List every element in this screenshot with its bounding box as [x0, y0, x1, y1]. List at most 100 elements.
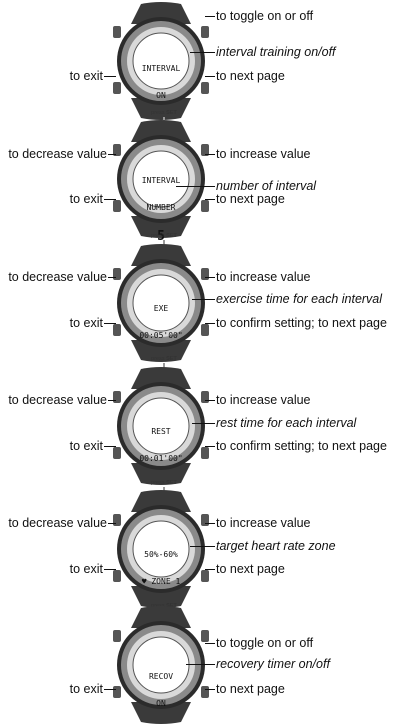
display-screen: EXE 00:05'00" — [131, 286, 191, 358]
left-bottom-label: to exit — [69, 192, 103, 206]
right-top-label: to increase value — [216, 270, 311, 284]
leader-line — [205, 400, 215, 401]
display-line-1: 50%-60% — [144, 550, 178, 559]
left-bottom-label: to exit — [69, 682, 103, 696]
display-line-2: NUMBER — [146, 203, 176, 212]
leader-line — [192, 299, 215, 300]
press-key: SET — [166, 480, 177, 486]
left-bottom-label: to exit — [69, 316, 103, 330]
press-prefix: press — [151, 356, 165, 362]
watch-icon — [113, 2, 209, 120]
display-screen: RECOV ON — [131, 654, 191, 726]
step-interval-number: INTERVAL NUMBER 5 to increase value numb… — [0, 120, 403, 244]
display-screen: INTERVAL NUMBER 5 — [131, 158, 191, 262]
press-prefix: press — [151, 603, 165, 609]
right-bottom-label: to next page — [216, 682, 285, 696]
leader-line — [104, 323, 116, 324]
left-top-label: to decrease value — [8, 393, 107, 407]
leader-line — [104, 446, 116, 447]
display-screen: REST 00:01'00" — [131, 409, 191, 481]
left-bottom-label: to exit — [69, 69, 103, 83]
leader-line — [205, 16, 215, 17]
left-top-label: to decrease value — [8, 147, 107, 161]
left-top-label: to decrease value — [8, 270, 107, 284]
leader-line — [192, 423, 215, 424]
display-line-2: 00:01'00" — [139, 454, 183, 463]
press-set-label: press SET — [139, 110, 189, 117]
left-bottom-label: to exit — [69, 439, 103, 453]
display-line-1: EXE — [153, 304, 169, 313]
watch-icon — [113, 120, 209, 238]
right-top-label: to increase value — [216, 393, 311, 407]
display-screen: 50%-60% ♥ ZONE 1 — [131, 532, 191, 604]
watch-icon — [113, 606, 209, 724]
right-top-label: to toggle on or off — [216, 636, 314, 650]
press-key: SET — [166, 356, 177, 362]
display-line-1: INTERVAL — [141, 176, 181, 185]
press-set-label: press SET — [139, 480, 189, 487]
leader-line — [104, 569, 116, 570]
right-mid-label: rest time for each interval — [216, 416, 357, 430]
leader-line — [205, 643, 215, 644]
step-exercise-time: EXE 00:05'00" to increase value exercise… — [0, 244, 403, 362]
display-line-1: INTERVAL — [141, 64, 181, 73]
press-key: SET — [166, 110, 177, 116]
display-line-2: ♥ ZONE 1 — [141, 577, 181, 586]
leader-line — [186, 664, 215, 665]
left-top-label: to decrease value — [8, 516, 107, 530]
step-interval-onoff: INTERVAL ON to toggle on or off interval… — [0, 2, 403, 120]
leader-line — [190, 52, 215, 53]
leader-line — [104, 689, 116, 690]
step-recovery-onoff: RECOV ON to toggle on or off recovery ti… — [0, 606, 403, 724]
press-set-label: press SET — [139, 603, 189, 610]
press-prefix: press — [151, 480, 165, 486]
leader-line — [205, 199, 215, 200]
press-prefix: press — [151, 110, 165, 116]
leader-line — [104, 199, 116, 200]
watch-icon — [113, 367, 209, 485]
display-value: 5 — [157, 229, 165, 244]
leader-line — [108, 154, 116, 155]
leader-line — [104, 76, 116, 77]
right-mid-label: target heart rate zone — [216, 539, 336, 553]
right-mid-label: exercise time for each interval — [216, 292, 383, 306]
right-bottom-label: to next page — [216, 562, 285, 576]
display-line-1: RECOV — [148, 672, 174, 681]
leader-line — [205, 569, 215, 570]
right-bottom-label: to confirm setting; to next page — [216, 316, 387, 330]
right-top-label: to increase value — [216, 147, 311, 161]
display-screen: INTERVAL ON — [131, 46, 191, 118]
leader-line — [205, 277, 215, 278]
right-top-label: to increase value — [216, 516, 311, 530]
left-bottom-label: to exit — [69, 562, 103, 576]
press-key: SET — [166, 603, 177, 609]
step-rest-time: REST 00:01'00" to increase value rest ti… — [0, 367, 403, 485]
display-line-2: ON — [156, 699, 166, 708]
leader-line — [205, 689, 215, 690]
display-line-2: ON — [156, 91, 166, 100]
leader-line — [108, 277, 116, 278]
step-heart-rate-zone: 50%-60% ♥ ZONE 1 to increase value targe… — [0, 490, 403, 608]
right-bottom-label: to next page — [216, 69, 285, 83]
press-set-label: press SET — [139, 233, 189, 240]
right-mid-label: recovery timer on/off — [216, 657, 330, 671]
leader-line — [205, 523, 215, 524]
leader-line — [205, 446, 215, 447]
leader-line — [190, 546, 215, 547]
display-line-2: 00:05'00" — [139, 331, 183, 340]
right-bottom-label: to confirm setting; to next page — [216, 439, 387, 453]
display-line-1: REST — [151, 427, 171, 436]
leader-line — [205, 154, 215, 155]
watch-icon — [113, 490, 209, 608]
press-set-label: press SET — [139, 356, 189, 363]
right-bottom-label: to next page — [216, 192, 285, 206]
right-top-label: to toggle on or off — [216, 9, 314, 23]
press-prefix: press — [151, 233, 165, 239]
watch-icon — [113, 244, 209, 362]
right-mid-label: interval training on/off — [216, 45, 336, 59]
leader-line — [108, 523, 116, 524]
leader-line — [108, 400, 116, 401]
leader-line — [205, 76, 215, 77]
press-key: SET — [166, 233, 177, 239]
right-mid-label: number of interval — [216, 179, 317, 193]
